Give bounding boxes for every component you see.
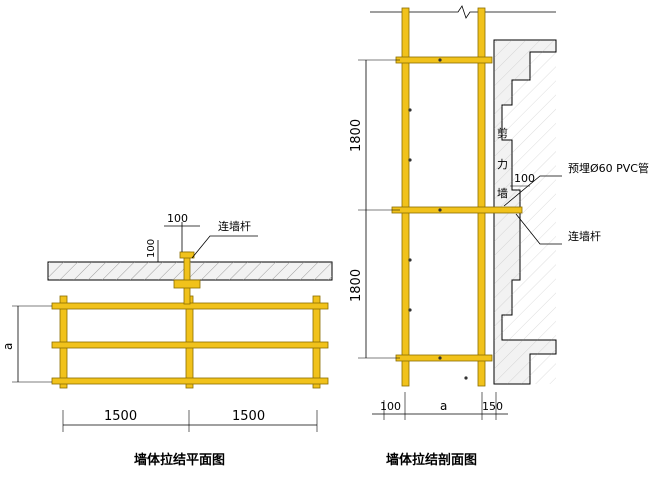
section-wall-char-2: 力 [497, 158, 508, 171]
section-post-left [401, 7, 410, 387]
section-dim-1800-upper: 1800 [349, 119, 364, 152]
section-ledger-mid [391, 206, 523, 214]
section-wall-char-1: 剪 [497, 126, 508, 140]
section-dim-150: 150 [482, 400, 503, 413]
plan-dim-a: a [1, 343, 15, 350]
plan-tie-leader [191, 235, 258, 259]
section-break-line [370, 5, 556, 19]
section-post-right [477, 7, 486, 387]
section-tie-label: 连墙杆 [568, 229, 601, 243]
section-view: 剪 力 墙 1800 1800 预埋Ø60 PVC管 100 连墙杆 [349, 5, 649, 468]
section-title: 墙体拉结剖面图 [386, 452, 477, 468]
section-wall-char-3: 墙 [497, 186, 508, 200]
plan-dim-100-side: 100 [146, 239, 157, 258]
section-ledger-top [395, 56, 493, 64]
section-coupler [438, 356, 442, 360]
plan-tie-label: 连墙杆 [218, 219, 251, 233]
plan-tie-rod [183, 251, 191, 305]
section-dim-100-right: 100 [514, 172, 535, 185]
plan-dim-1500-left: 1500 [104, 409, 137, 424]
section-coupler [408, 108, 412, 112]
plan-dim-1500-right: 1500 [232, 409, 265, 424]
plan-ledger-bottom [51, 377, 329, 385]
section-pvc-leader [503, 175, 562, 207]
section-coupler [438, 58, 442, 62]
plan-tie-cap [179, 251, 195, 259]
section-ledger-bottom [395, 354, 493, 362]
section-coupler [408, 308, 412, 312]
plan-title: 墙体拉结平面图 [134, 452, 225, 468]
section-coupler [464, 376, 468, 380]
section-coupler [438, 208, 442, 212]
section-coupler [408, 258, 412, 262]
section-pvc-label: 预埋Ø60 PVC管 [568, 161, 649, 175]
plan-view: 连墙杆 100 100 a 1500 1500 墙体拉结平面图 [1, 212, 333, 468]
section-dim-1800-lower: 1800 [349, 269, 364, 302]
section-tie-leader [515, 213, 562, 245]
section-coupler [408, 158, 412, 162]
section-dim-100-bottom: 100 [380, 400, 401, 413]
plan-dim-100-top: 100 [167, 212, 188, 225]
section-dim-a: a [440, 399, 447, 413]
plan-ledger-middle [51, 341, 329, 349]
plan-tie-clamp [173, 279, 201, 289]
